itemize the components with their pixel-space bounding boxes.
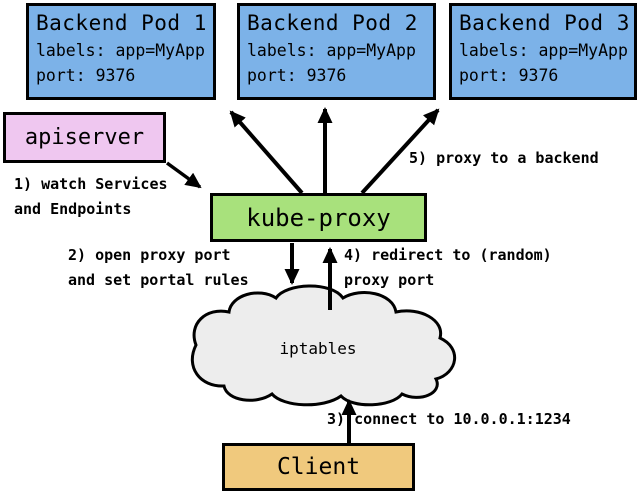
backend-pod-1-box: Backend Pod 1 labels: app=MyApp port: 93… [26,3,216,100]
apiserver-box: apiserver [3,112,166,163]
arrow-step5-to-pod3 [360,108,440,195]
iptables-label: iptables [279,339,357,358]
arrow-step1-watch [165,161,202,189]
annotation-step5-proxy-backend: 5) proxy to a backend [409,149,599,167]
annotation-step4-redirect: 4) redirect to (random) proxy port [344,246,552,289]
annotation-step3-connect: 3) connect to 10.0.0.1:1234 [327,410,571,428]
backend-pod-1-labels: labels: app=MyApp [36,41,205,60]
backend-pod-3-port: port: 9376 [459,66,559,85]
kube-proxy-box: kube-proxy [210,193,427,242]
iptables-cloud [190,284,457,407]
backend-pod-2-box: Backend Pod 2 labels: app=MyApp port: 93… [237,3,436,100]
backend-pod-2-title: Backend Pod 2 [247,11,418,35]
backend-pod-3-labels: labels: app=MyApp [459,41,628,60]
backend-pod-2-labels: labels: app=MyApp [247,41,416,60]
backend-pod-3-title: Backend Pod 3 [459,11,630,35]
client-label: Client [276,454,361,480]
backend-pod-1-title: Backend Pod 1 [36,11,207,35]
backend-pod-2-port: port: 9376 [247,66,347,85]
apiserver-label: apiserver [24,125,145,150]
annotation-step2-open-proxy-port: 2) open proxy port and set portal rules [68,246,249,289]
annotation-step1-watch-services: 1) watch Services and Endpoints [14,175,168,218]
client-box: Client [222,443,415,491]
arrow-step5-to-pod1 [229,110,304,195]
kube-proxy-label: kube-proxy [246,203,391,232]
backend-pod-3-box: Backend Pod 3 labels: app=MyApp port: 93… [449,3,637,100]
backend-pod-1-port: port: 9376 [36,66,136,85]
